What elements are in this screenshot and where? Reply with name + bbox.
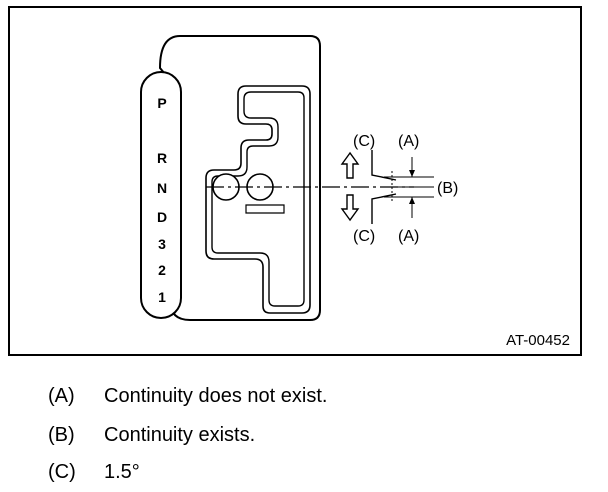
callout-a-top: (A)	[398, 133, 419, 150]
callout-a-bottom: (A)	[398, 228, 419, 245]
gear-label-3: 3	[158, 236, 166, 252]
gear-label-r: R	[157, 150, 167, 166]
down-arrow-icon	[340, 194, 360, 222]
dimension-arrowhead-a-top	[409, 170, 415, 177]
gear-label-d: D	[157, 209, 167, 225]
detent-notch	[245, 204, 285, 214]
figure-reference-code: AT-00452	[506, 332, 570, 349]
figure-frame	[8, 6, 582, 356]
gear-label-1: 1	[158, 289, 166, 305]
selector-housing	[158, 35, 321, 321]
dimension-arrowhead-a-bottom	[409, 197, 415, 204]
legend-item-a: (A) Continuity does not exist.	[48, 384, 327, 408]
legend-key-a: (A)	[48, 385, 75, 407]
gear-label-2: 2	[158, 262, 166, 278]
up-arrow-icon	[340, 151, 360, 179]
shift-gate-slot-outer	[205, 85, 311, 314]
position-indicator-strip	[140, 71, 182, 319]
gear-label-n: N	[157, 180, 167, 196]
angle-profile-lower	[371, 193, 397, 224]
callout-c-bottom: (C)	[353, 228, 375, 245]
legend-text-c: 1.5°	[104, 461, 140, 483]
legend-text-b: Continuity exists.	[104, 424, 256, 446]
angle-profile-upper	[371, 150, 397, 181]
legend-text-a: Continuity does not exist.	[104, 385, 328, 407]
legend-key-b: (B)	[48, 424, 75, 446]
gear-label-p: P	[157, 95, 166, 111]
gear-position-labels: P R N D 3 2 1	[157, 95, 167, 305]
callout-c-top: (C)	[353, 133, 375, 150]
legend-key-c: (C)	[48, 461, 76, 483]
callout-b: (B)	[437, 180, 458, 197]
legend-item-b: (B) Continuity exists.	[48, 423, 255, 447]
legend-item-c: (C) 1.5°	[48, 460, 140, 484]
